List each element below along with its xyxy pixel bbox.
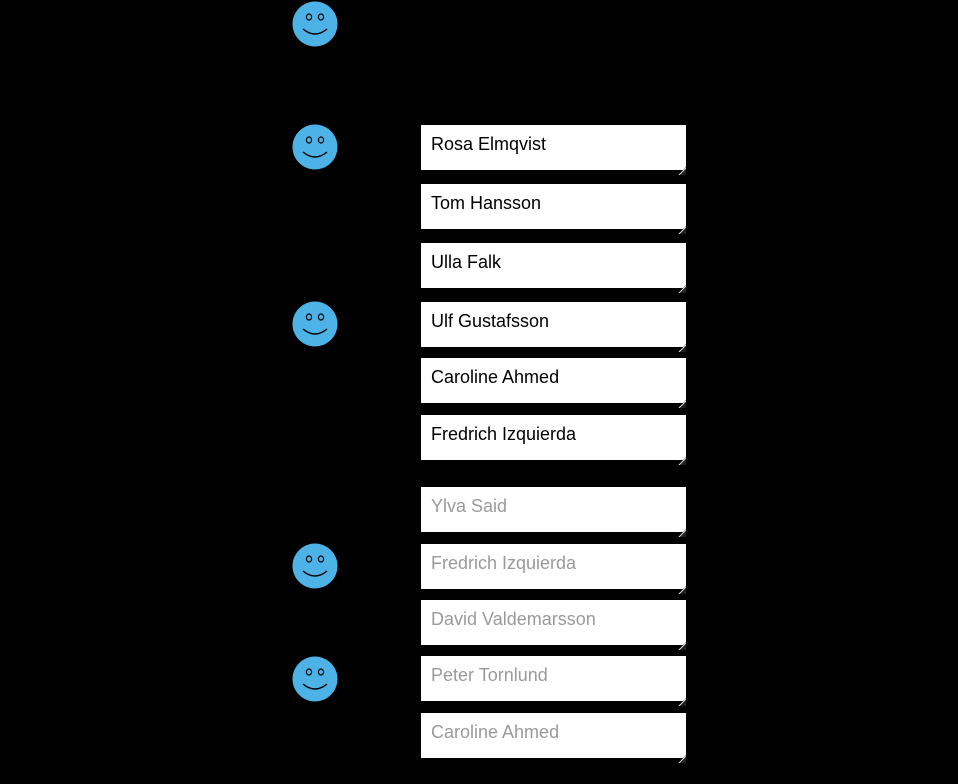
name-box-fredrich-izquierda-2[interactable]: Fredrich Izquierda [421,544,687,595]
name-label: Fredrich Izquierda [431,553,577,573]
name-box-caroline-ahmed-2[interactable]: Caroline Ahmed [421,713,687,764]
name-label: David Valdemarsson [431,609,596,629]
name-label: Caroline Ahmed [431,722,560,742]
resize-corner-icon [678,280,687,294]
name-box-david-valdemarsson[interactable]: David Valdemarsson [421,600,687,651]
name-box-peter-tornlund[interactable]: Peter Tornlund [421,656,687,707]
name-box-fredrich-izquierda[interactable]: Fredrich Izquierda [421,415,687,466]
name-box-caroline-ahmed[interactable]: Caroline Ahmed [421,358,687,409]
name-label: Fredrich Izquierda [431,424,577,444]
name-box-ylva-said[interactable]: Ylva Said [421,487,687,538]
resize-corner-icon [678,221,687,235]
smiley-icon [292,656,338,702]
name-label: Peter Tornlund [431,665,548,685]
resize-corner-icon [678,395,687,409]
resize-corner-icon [678,524,687,538]
name-label: Ylva Said [431,496,508,516]
resize-corner-icon [678,637,687,651]
name-label: Caroline Ahmed [431,367,560,387]
name-box-tom-hansson[interactable]: Tom Hansson [421,184,687,235]
name-label: Rosa Elmqvist [431,134,547,154]
smiley-icon [292,301,338,347]
smiley-icon [292,1,338,47]
name-label: Ulf Gustafsson [431,311,550,331]
resize-corner-icon [678,162,687,176]
resize-corner-icon [678,750,687,764]
resize-corner-icon [678,581,687,595]
name-box-rosa-elmqvist[interactable]: Rosa Elmqvist [421,125,687,176]
smiley-icon [292,543,338,589]
resize-corner-icon [678,452,687,466]
name-box-ulla-falk[interactable]: Ulla Falk [421,243,687,294]
smiley-icon [292,124,338,170]
name-box-ulf-gustafsson[interactable]: Ulf Gustafsson [421,302,687,353]
resize-corner-icon [678,693,687,707]
name-label: Tom Hansson [431,193,542,213]
resize-corner-icon [678,339,687,353]
name-label: Ulla Falk [431,252,502,272]
